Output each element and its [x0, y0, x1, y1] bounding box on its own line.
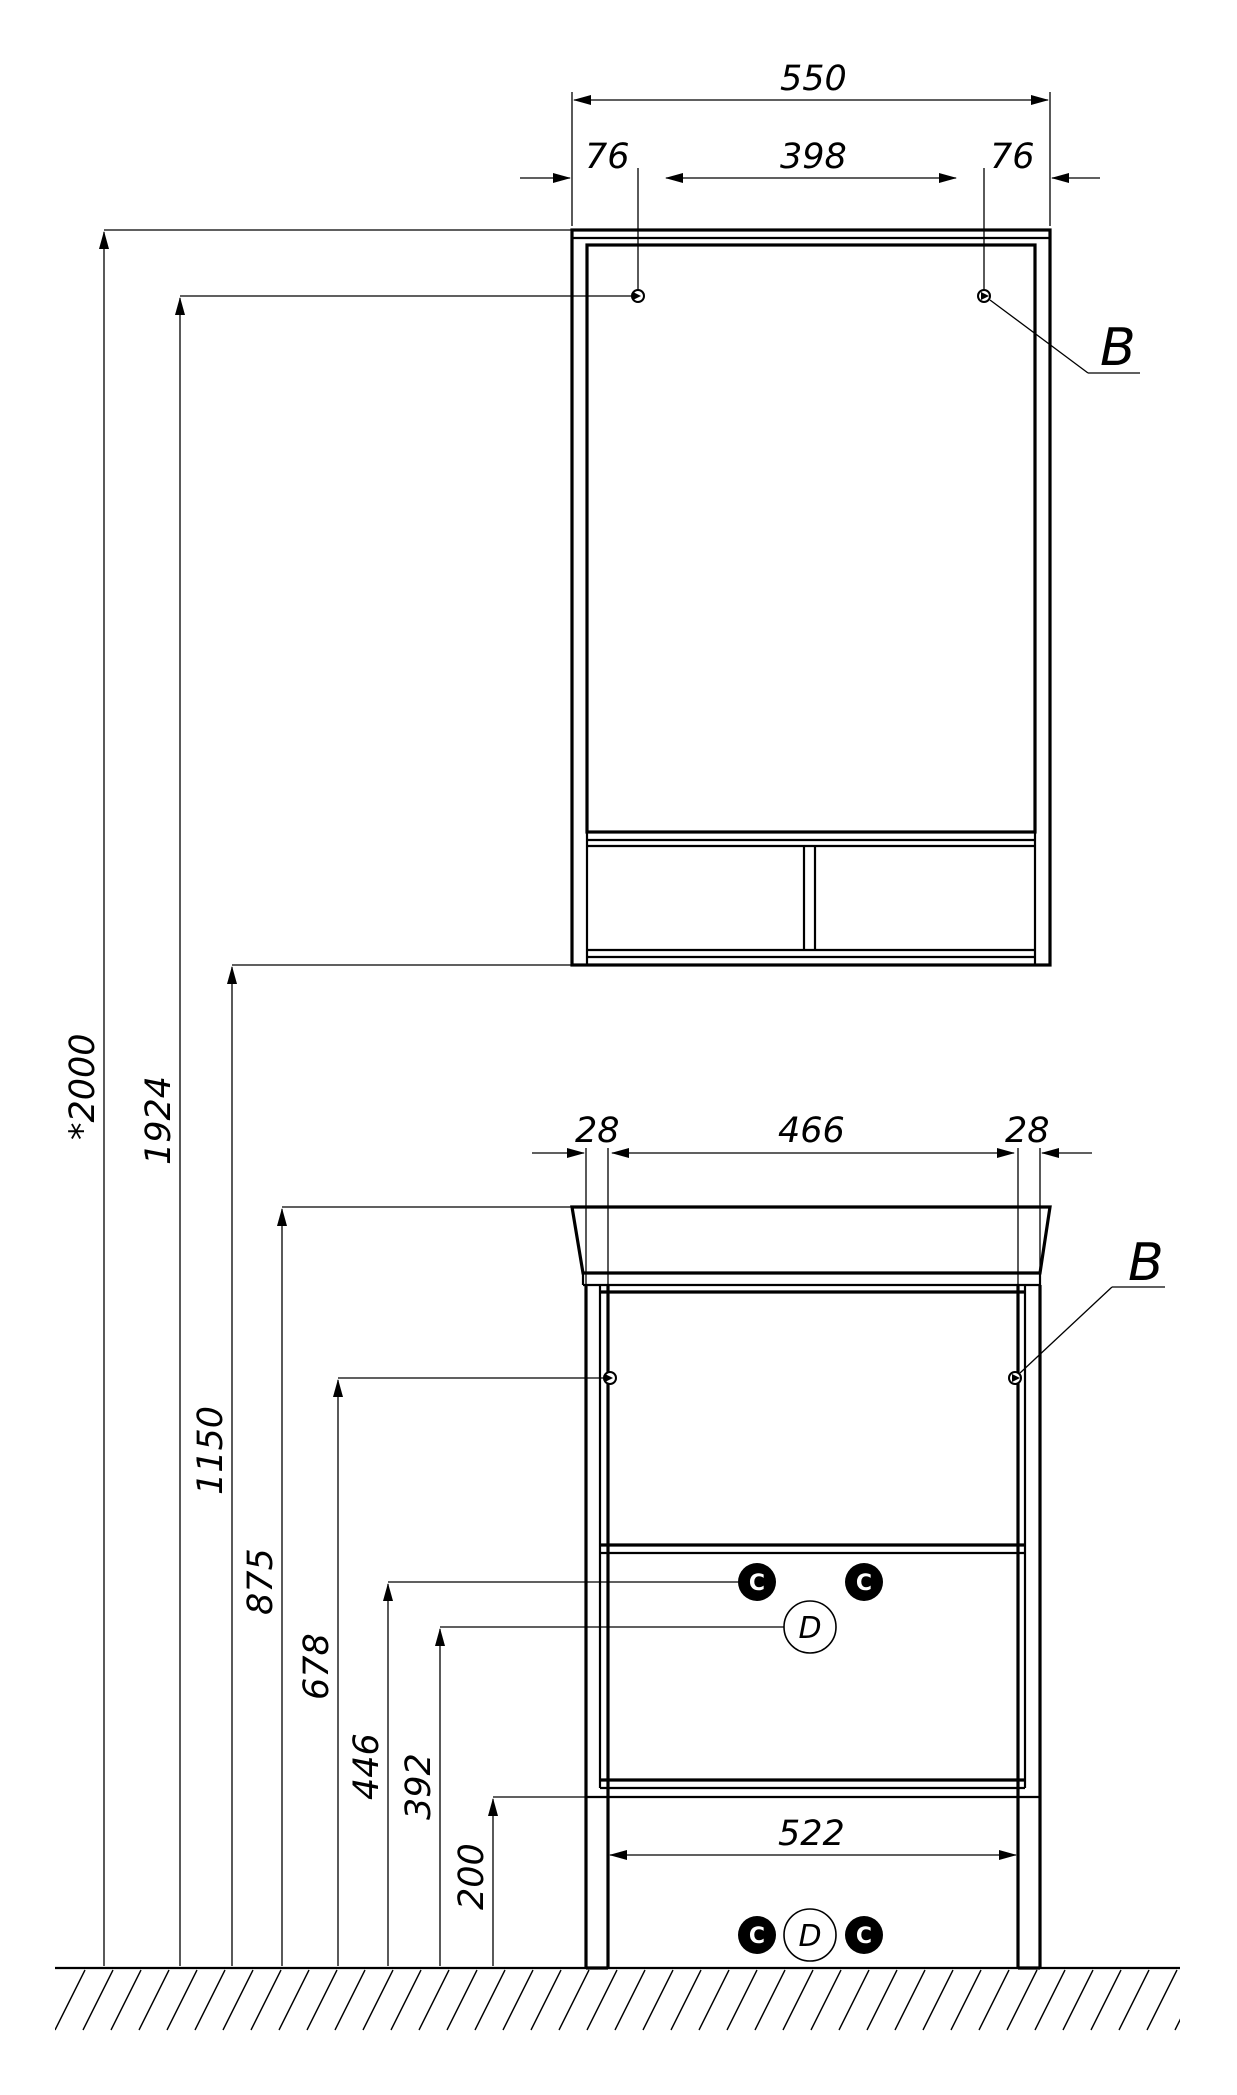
vanity-mount-points: B	[603, 1233, 1165, 1385]
svg-text:D: D	[798, 1919, 821, 1954]
ground-hatch-mark	[978, 1969, 1010, 2031]
marker-c-upper-left: C	[738, 1563, 776, 1601]
ground-hatch-mark	[726, 1969, 758, 2031]
mirror-mount-points: B	[631, 289, 1140, 378]
mirror-left-offset: 76	[585, 137, 630, 177]
ground-hatch-mark	[194, 1969, 226, 2031]
ground-hatch-mark	[110, 1969, 142, 2031]
ground-hatch-mark	[222, 1969, 254, 2031]
ground-hatch-mark	[530, 1969, 562, 2031]
ground-hatch-mark	[894, 1969, 926, 2031]
vanity-leg-spacing-value: 522	[778, 1814, 845, 1854]
vanity-top-dimensions: 28 466 28	[532, 1111, 1092, 1372]
ground-hatch-mark	[698, 1969, 730, 2031]
height-dimensions: *2000 1924 1150 875 678 446 392 200	[63, 229, 784, 1966]
ground-hatch-mark	[782, 1969, 814, 2031]
ground-hatch-mark	[138, 1969, 170, 2031]
ground-hatch-mark	[642, 1969, 674, 2031]
marker-d-lower: D	[783, 1908, 837, 1962]
ground-hatch-mark	[922, 1969, 954, 2031]
vanity-right-offset: 28	[1005, 1111, 1050, 1151]
ground-hatch-mark	[810, 1969, 842, 2031]
height-drain: 392	[399, 1753, 439, 1820]
marker-c-lower-right: C	[845, 1916, 883, 1954]
marker-c-upper-right: C	[845, 1563, 883, 1601]
ground-hatch-mark	[866, 1969, 898, 2031]
marker-d-upper: D	[783, 1600, 837, 1654]
ground-hatch-mark	[82, 1969, 114, 2031]
ground-hatch-mark	[306, 1969, 338, 2031]
mirror-cabinet	[570, 228, 1052, 967]
ground-hatch-mark	[278, 1969, 310, 2031]
ground-hatch-mark	[502, 1969, 534, 2031]
marker-c-lower-left: C	[738, 1916, 776, 1954]
height-vanity-mount: 678	[297, 1633, 337, 1700]
ground-hatch-mark	[670, 1969, 702, 2031]
ground-hatch-mark	[1090, 1969, 1122, 2031]
svg-text:C: C	[749, 1571, 765, 1596]
ground-hatch-mark	[334, 1969, 366, 2031]
ground-hatch-mark	[446, 1969, 478, 2031]
ground-hatch-mark	[1034, 1969, 1066, 2031]
ground-hatch-mark	[418, 1969, 450, 2031]
ground-hatch-mark	[362, 1969, 394, 2031]
height-mirror-bottom: 1150	[191, 1406, 231, 1495]
vanity-leg-spacing: 522	[609, 1814, 1017, 1860]
mirror-mount-spacing: 398	[780, 137, 847, 177]
ground-hatch-mark	[614, 1969, 646, 2031]
ground-hatch-mark	[1146, 1969, 1178, 2031]
ground-hatch-mark	[558, 1969, 590, 2031]
ground-hatch-mark	[390, 1969, 422, 2031]
svg-text:C: C	[856, 1571, 872, 1596]
ground-hatch-mark	[55, 1969, 86, 2031]
mirror-mount-label: B	[1100, 318, 1136, 378]
svg-text:D: D	[798, 1611, 821, 1646]
height-water-inlet: 446	[347, 1733, 387, 1800]
svg-text:C: C	[749, 1924, 765, 1949]
height-leg-clearance: 200	[452, 1843, 492, 1910]
ground-hatch-mark	[1006, 1969, 1038, 2031]
vanity-left-offset: 28	[575, 1111, 620, 1151]
ground-hatch-mark	[166, 1969, 198, 2031]
svg-text:C: C	[856, 1924, 872, 1949]
ground-line	[55, 1966, 1180, 2031]
ground-hatch-mark	[1174, 2018, 1180, 2031]
ground-hatch-mark	[1118, 1969, 1150, 2031]
vanity-mount-spacing: 466	[778, 1111, 845, 1151]
height-total: *2000	[63, 1033, 103, 1140]
ground-hatch-mark	[838, 1969, 870, 2031]
height-mirror-mount: 1924	[139, 1076, 179, 1165]
mirror-right-offset: 76	[990, 137, 1035, 177]
height-vanity-top: 875	[241, 1548, 281, 1615]
connection-markers: C C D C D C	[738, 1563, 883, 1962]
ground-hatch-mark	[950, 1969, 982, 2031]
ground-hatch-mark	[474, 1969, 506, 2031]
ground-hatch-mark	[1062, 1969, 1094, 2031]
ground-hatch-mark	[586, 1969, 618, 2031]
ground-hatch-mark	[754, 1969, 786, 2031]
ground-hatch-mark	[250, 1969, 282, 2031]
mirror-top-dimensions: 550 76 398 76	[520, 59, 1100, 290]
vanity-mount-label: B	[1128, 1233, 1164, 1293]
mirror-overall-width: 550	[780, 59, 847, 99]
